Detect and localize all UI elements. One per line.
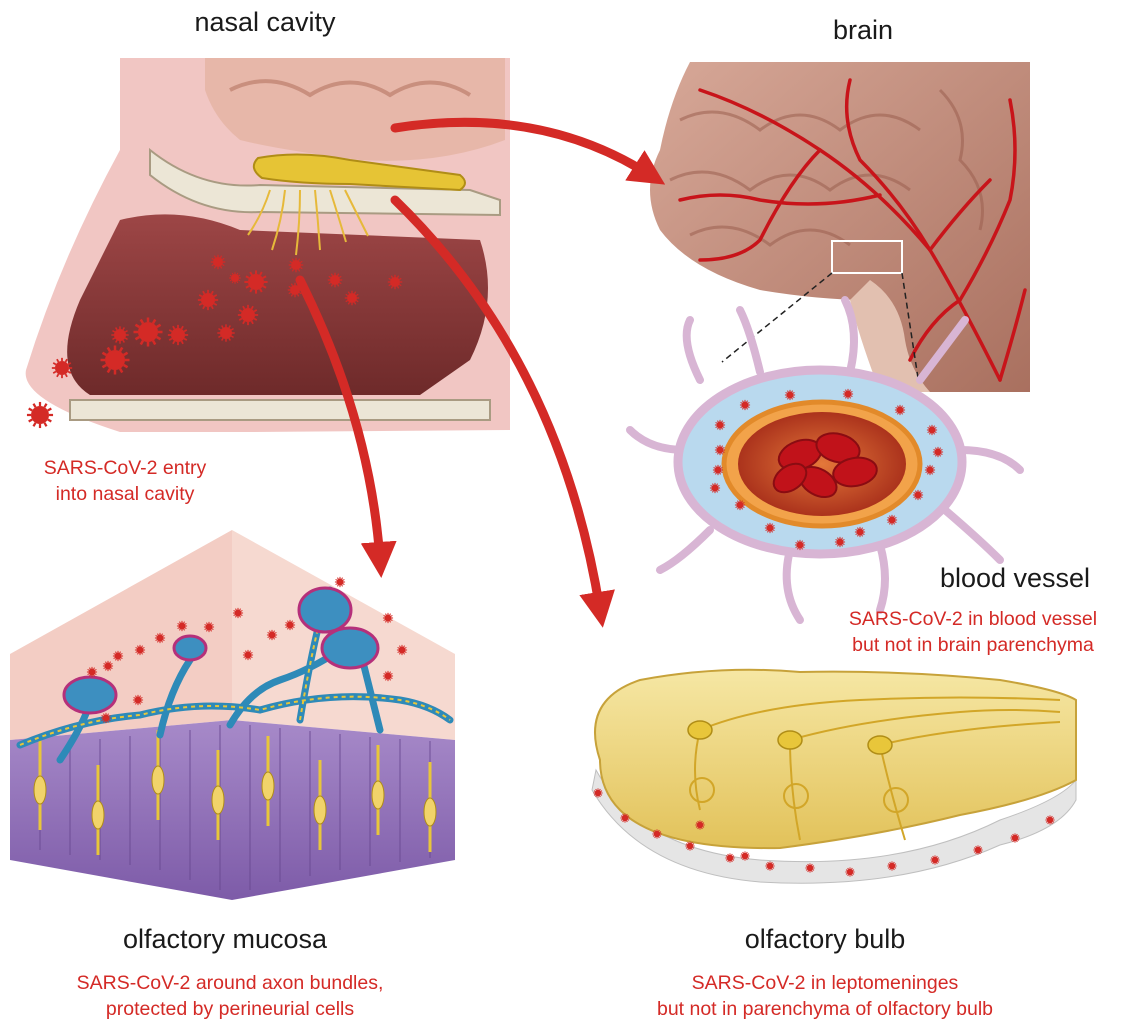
olfactory-mucosa-caption-line2: protected by perineurial cells xyxy=(20,996,440,1022)
blood-vessel-title: blood vessel xyxy=(905,563,1125,594)
olfactory-bulb-caption-line2: but not in parenchyma of olfactory bulb xyxy=(590,996,1060,1022)
blood-vessel-caption-line2: but not in brain parenchyma xyxy=(800,632,1146,658)
olfactory-bulb-caption: SARS-CoV-2 in leptomeninges but not in p… xyxy=(590,970,1060,1022)
olfactory-mucosa-caption: SARS-CoV-2 around axon bundles, protecte… xyxy=(20,970,440,1022)
blood-vessel-caption: SARS-CoV-2 in blood vessel but not in br… xyxy=(800,606,1146,658)
olfactory-bulb-caption-line1: SARS-CoV-2 in leptomeninges xyxy=(590,970,1060,996)
blood-vessel-caption-line1: SARS-CoV-2 in blood vessel xyxy=(800,606,1146,632)
olfactory-mucosa-title: olfactory mucosa xyxy=(60,924,390,955)
nasal-cavity-caption: SARS-CoV-2 entry into nasal cavity xyxy=(0,455,250,507)
nasal-cavity-title: nasal cavity xyxy=(160,7,370,38)
nasal-cavity-caption-line1: SARS-CoV-2 entry xyxy=(0,455,250,481)
olfactory-mucosa-caption-line1: SARS-CoV-2 around axon bundles, xyxy=(20,970,440,996)
olfactory-bulb-title: olfactory bulb xyxy=(675,924,975,955)
brain-title: brain xyxy=(808,15,918,46)
nasal-cavity-caption-line2: into nasal cavity xyxy=(0,481,250,507)
